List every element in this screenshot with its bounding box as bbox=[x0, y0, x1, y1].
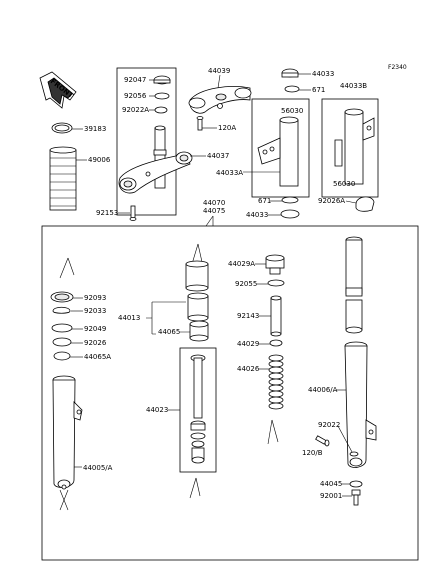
upper-triple-clamp bbox=[188, 86, 252, 114]
fork-tube-44033B bbox=[334, 108, 375, 185]
label-44006A: 44006/A bbox=[308, 386, 338, 394]
bolt-92001 bbox=[351, 489, 361, 506]
bolt-120B bbox=[315, 435, 330, 447]
oring-671-bot bbox=[281, 196, 299, 204]
oring-92055 bbox=[267, 279, 285, 287]
label-92047: 92047 bbox=[124, 76, 146, 84]
fork-leg-box bbox=[41, 225, 419, 561]
damper-rod-44023 bbox=[190, 354, 206, 464]
stem-group-box bbox=[116, 67, 177, 216]
washer-44029 bbox=[269, 339, 283, 347]
ring-39183 bbox=[51, 122, 73, 134]
label-44033-bot: 44033 bbox=[246, 211, 268, 219]
label-44029A: 44029A bbox=[228, 260, 255, 268]
label-44039: 44039 bbox=[208, 67, 230, 75]
fork-boot-49006 bbox=[49, 146, 77, 211]
label-671-bot: 671 bbox=[258, 197, 271, 205]
bush-44065 bbox=[189, 320, 209, 342]
front-arrow-icon: FRONT bbox=[39, 71, 77, 109]
spacer-92143 bbox=[270, 295, 282, 337]
fork-tube-44033A bbox=[257, 116, 299, 187]
outer-tube-44005A bbox=[52, 375, 83, 490]
label-92093: 92093 bbox=[84, 294, 106, 302]
label-39183: 39183 bbox=[84, 125, 106, 133]
label-44033B: 44033B bbox=[340, 82, 367, 90]
bolt-92153 bbox=[129, 205, 137, 221]
label-92026A: 92026A bbox=[318, 197, 345, 205]
label-92022: 92022 bbox=[318, 421, 340, 429]
label-44005A: 44005/A bbox=[83, 464, 113, 472]
label-44075: 44075 bbox=[203, 207, 225, 215]
label-92022A: 92022A bbox=[122, 106, 149, 114]
label-44045: 44045 bbox=[320, 480, 342, 488]
seal-92049 bbox=[51, 323, 73, 333]
clip-92033 bbox=[52, 306, 71, 314]
label-44026: 44026 bbox=[237, 365, 260, 373]
label-92153: 92153 bbox=[96, 209, 118, 217]
steering-stem bbox=[118, 125, 193, 194]
cap-92026A bbox=[355, 196, 375, 212]
label-44065A: 44065A bbox=[84, 353, 111, 361]
bush-44065A bbox=[53, 351, 71, 361]
label-56030-left: 56030 bbox=[281, 107, 303, 115]
inner-tube-top bbox=[345, 236, 363, 334]
label-92026: 92026 bbox=[84, 339, 107, 347]
bolt-120A bbox=[196, 116, 204, 131]
label-56030-right: 56030 bbox=[333, 180, 355, 188]
label-44013: 44013 bbox=[118, 314, 140, 322]
label-44029: 44029 bbox=[237, 340, 259, 348]
fork-tube-a-box bbox=[251, 98, 310, 198]
spring-44026 bbox=[268, 354, 284, 410]
bush-44013 bbox=[185, 260, 209, 322]
label-44037: 44037 bbox=[207, 152, 229, 160]
washer-92022A bbox=[154, 106, 168, 114]
label-92055: 92055 bbox=[235, 280, 257, 288]
oring-671-top bbox=[284, 85, 300, 93]
label-44070: 44070 bbox=[203, 199, 225, 207]
label-120A: 120A bbox=[218, 124, 236, 132]
label-671-top: 671 bbox=[312, 86, 325, 94]
label-120B: 120/B bbox=[302, 449, 323, 457]
label-92001: 92001 bbox=[320, 492, 342, 500]
outer-tube-44006A bbox=[344, 341, 377, 468]
washer-44045 bbox=[349, 480, 363, 488]
label-44033-top: 44033 bbox=[312, 70, 334, 78]
fork-tube-b-box bbox=[321, 98, 379, 198]
diagram-code: F2340 bbox=[388, 64, 407, 71]
cap-bolt-44029A bbox=[265, 254, 285, 275]
washer-92026 bbox=[52, 337, 72, 347]
cap-44033-bot bbox=[280, 209, 300, 219]
washer-92022 bbox=[349, 451, 359, 457]
label-92049: 92049 bbox=[84, 325, 106, 333]
label-92056: 92056 bbox=[124, 92, 147, 100]
washer-92056 bbox=[154, 92, 170, 100]
label-44023: 44023 bbox=[146, 406, 168, 414]
label-49006: 49006 bbox=[88, 156, 111, 164]
label-44065: 44065 bbox=[158, 328, 180, 336]
label-44033A: 44033A bbox=[216, 169, 243, 177]
label-92033: 92033 bbox=[84, 307, 106, 315]
label-92143: 92143 bbox=[237, 312, 259, 320]
